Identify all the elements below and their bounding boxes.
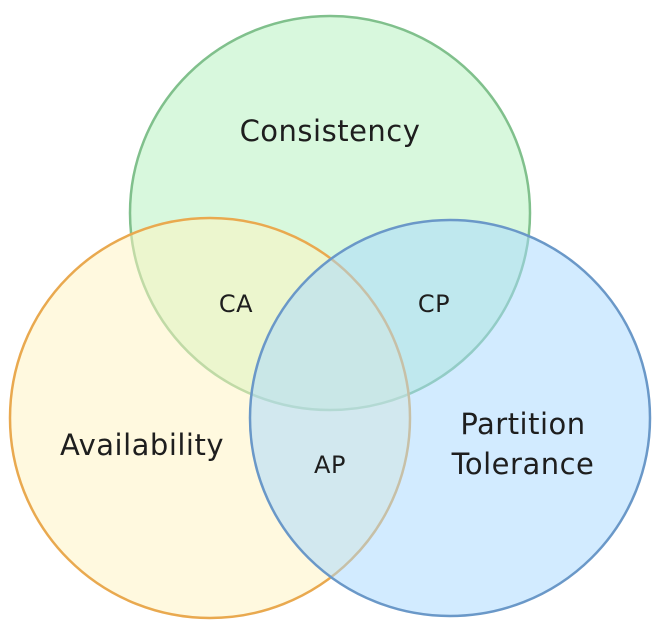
- cp-intersection-label: CP: [418, 290, 450, 318]
- ap-intersection-label: AP: [314, 451, 346, 479]
- partition-label-line-2: Tolerance: [451, 447, 595, 481]
- partition-tolerance-circle: [248, 218, 652, 618]
- ca-intersection-label: CA: [219, 290, 253, 318]
- consistency-label: Consistency: [240, 114, 421, 148]
- partition-label-line-1: Partition: [460, 407, 585, 441]
- availability-label: Availability: [60, 428, 224, 462]
